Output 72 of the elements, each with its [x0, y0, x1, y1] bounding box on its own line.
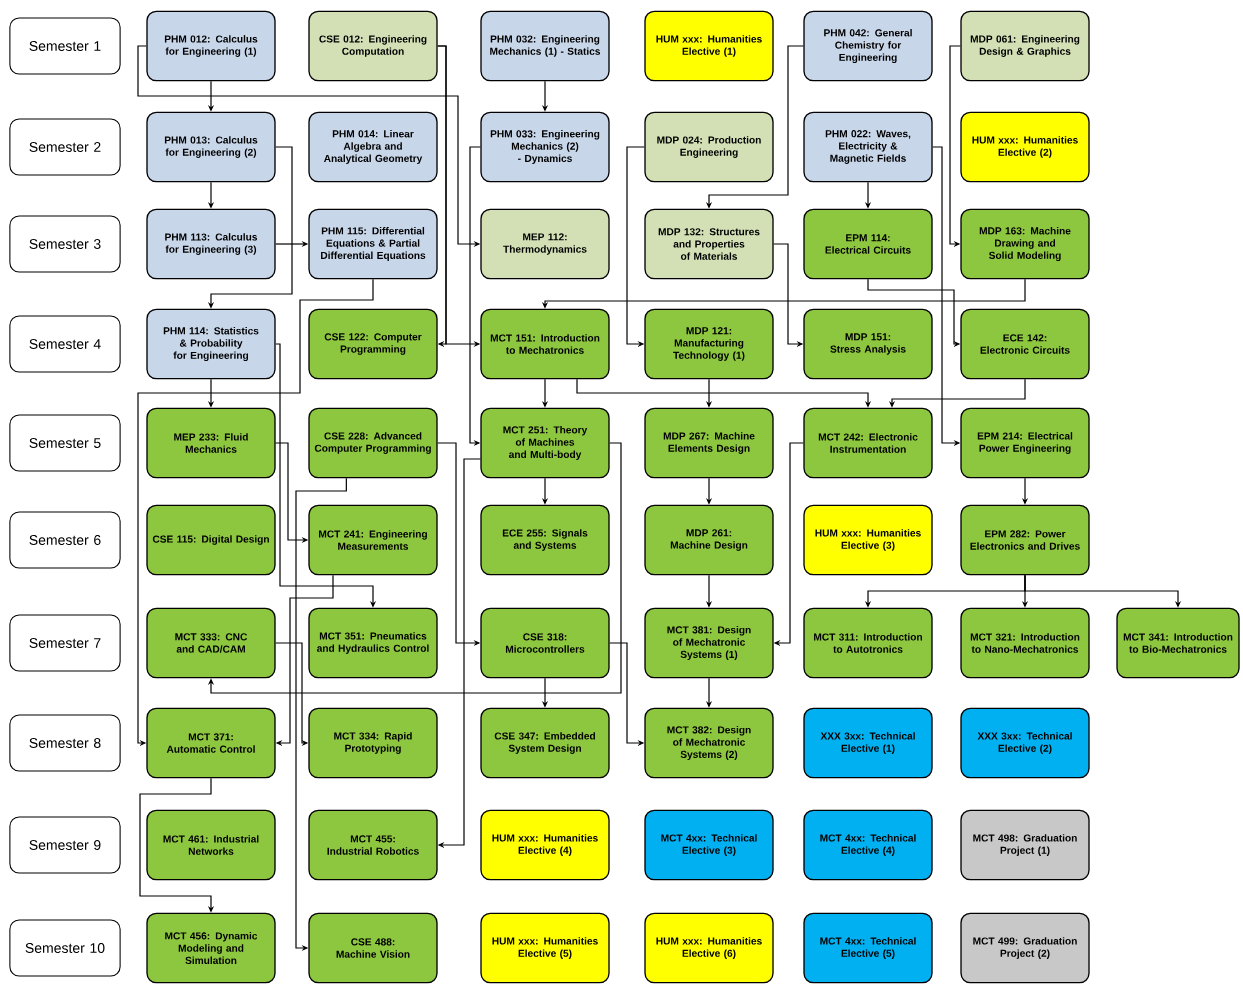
- course-box: MCT 251: Theory of Machines and Multi-body: [480, 407, 610, 479]
- course-box: PHM 032: Engineering Mechanics (1) - Statics: [480, 10, 610, 82]
- course-box: MCT 333: CNC and CAD/CAM: [146, 607, 276, 679]
- course-box: PHM 014: Linear Algebra and Analytical Geometry: [308, 111, 438, 183]
- course-box: MDP 163: Machine Drawing and Solid Modeling: [960, 208, 1090, 280]
- course-box: MDP 267: Machine Elements Design: [644, 407, 774, 479]
- course-box: HUM xxx: Humanities Elective (3): [803, 504, 933, 576]
- course-box: HUM xxx: Humanities Elective (2): [960, 111, 1090, 183]
- course-box: MCT 456: Dynamic Modeling and Simulation: [146, 912, 276, 984]
- semester-label: Semester 9: [9, 816, 121, 874]
- course-box: PHM 013: Calculus for Engineering (2): [146, 111, 276, 183]
- course-box: MCT 461: Industrial Networks: [146, 809, 276, 881]
- course-box: HUM xxx: Humanities Elective (5): [480, 912, 610, 984]
- course-box: PHM 033: Engineering Mechanics (2) - Dynamics: [480, 111, 610, 183]
- course-box: HUM xxx: Humanities Elective (4): [480, 809, 610, 881]
- course-box: MCT 371: Automatic Control: [146, 707, 276, 779]
- course-box: CSE 488: Machine Vision: [308, 912, 438, 984]
- course-box: PHM 113: Calculus for Engineering (3): [146, 208, 276, 280]
- course-box: PHM 114: Statistics & Probability for Engineering: [146, 308, 276, 380]
- course-box: MDP 132: Structures and Properties of Materials: [644, 208, 774, 280]
- arrow: [207, 442, 622, 694]
- course-box: MCT 311: Introduction to Autotronics: [803, 607, 933, 679]
- course-box: MCT 498: Graduation Project (1): [960, 809, 1090, 881]
- course-box: MCT 4xx: Technical Elective (4): [803, 809, 933, 881]
- course-box: HUM xxx: Humanities Elective (6): [644, 912, 774, 984]
- course-box: PHM 012: Calculus for Engineering (1): [146, 10, 276, 82]
- course-box: HUM xxx: Humanities Elective (1): [644, 10, 774, 82]
- course-box: MCT 341: Introduction to Bio-Mechatronics: [1116, 607, 1240, 679]
- course-box: MCT 499: Graduation Project (2): [960, 912, 1090, 984]
- course-box: MDP 024: Production Engineering: [644, 111, 774, 183]
- course-box: CSE 115: Digital Design: [146, 504, 276, 576]
- course-box: MCT 321: Introduction to Nano-Mechatronics: [960, 607, 1090, 679]
- course-box: CSE 012: Engineering Computation: [308, 10, 438, 82]
- course-box: MCT 382: Design of Mechatronic Systems (2): [644, 707, 774, 779]
- course-box: MCT 241: Engineering Measurements: [308, 504, 438, 576]
- course-box: MCT 242: Electronic Instrumentation: [803, 407, 933, 479]
- course-box: MEP 233: Fluid Mechanics: [146, 407, 276, 479]
- course-box: EPM 282: Power Electronics and Drives: [960, 504, 1090, 576]
- course-box: PHM 115: Differential Equations & Partial Differential Equations: [308, 208, 438, 280]
- semester-label: Semester 10: [9, 919, 121, 977]
- course-box: XXX 3xx: Technical Elective (2): [960, 707, 1090, 779]
- course-box: ECE 142: Electronic Circuits: [960, 308, 1090, 380]
- semester-label: Semester 5: [9, 414, 121, 472]
- course-box: MCT 381: Design of Mechatronic Systems (1): [644, 607, 774, 679]
- course-box: MEP 112: Thermodynamics: [480, 208, 610, 280]
- semester-label: Semester 3: [9, 215, 121, 273]
- course-box: MCT 455: Industrial Robotics: [308, 809, 438, 881]
- semester-label: Semester 2: [9, 118, 121, 176]
- course-box: PHM 042: General Chemistry for Engineering: [803, 10, 933, 82]
- course-box: CSE 347: Embedded System Design: [480, 707, 610, 779]
- course-box: CSE 122: Computer Programming: [308, 308, 438, 380]
- course-box: MCT 4xx: Technical Elective (3): [644, 809, 774, 881]
- course-box: MCT 151: Introduction to Mechatronics: [480, 308, 610, 380]
- semester-label: Semester 4: [9, 315, 121, 373]
- course-box: MCT 334: Rapid Prototyping: [308, 707, 438, 779]
- course-box: MCT 351: Pneumatics and Hydraulics Control: [308, 607, 438, 679]
- semester-label: Semester 7: [9, 614, 121, 672]
- course-box: XXX 3xx: Technical Elective (1): [803, 707, 933, 779]
- course-box: CSE 228: Advanced Computer Programming: [308, 407, 438, 479]
- course-box: MDP 061: Engineering Design & Graphics: [960, 10, 1090, 82]
- course-box: CSE 318: Microcontrollers: [480, 607, 610, 679]
- course-box: EPM 114: Electrical Circuits: [803, 208, 933, 280]
- course-box: MDP 151: Stress Analysis: [803, 308, 933, 380]
- course-box: PHM 022: Waves, Electricity & Magnetic Fields: [803, 111, 933, 183]
- course-box: ECE 255: Signals and Systems: [480, 504, 610, 576]
- course-box: MDP 121: Manufacturing Technology (1): [644, 308, 774, 380]
- course-box: MDP 261: Machine Design: [644, 504, 774, 576]
- semester-label: Semester 6: [9, 511, 121, 569]
- semester-label: Semester 1: [9, 17, 121, 75]
- course-box: MCT 4xx: Technical Elective (5): [803, 912, 933, 984]
- semester-label: Semester 8: [9, 714, 121, 772]
- course-box: EPM 214: Electrical Power Engineering: [960, 407, 1090, 479]
